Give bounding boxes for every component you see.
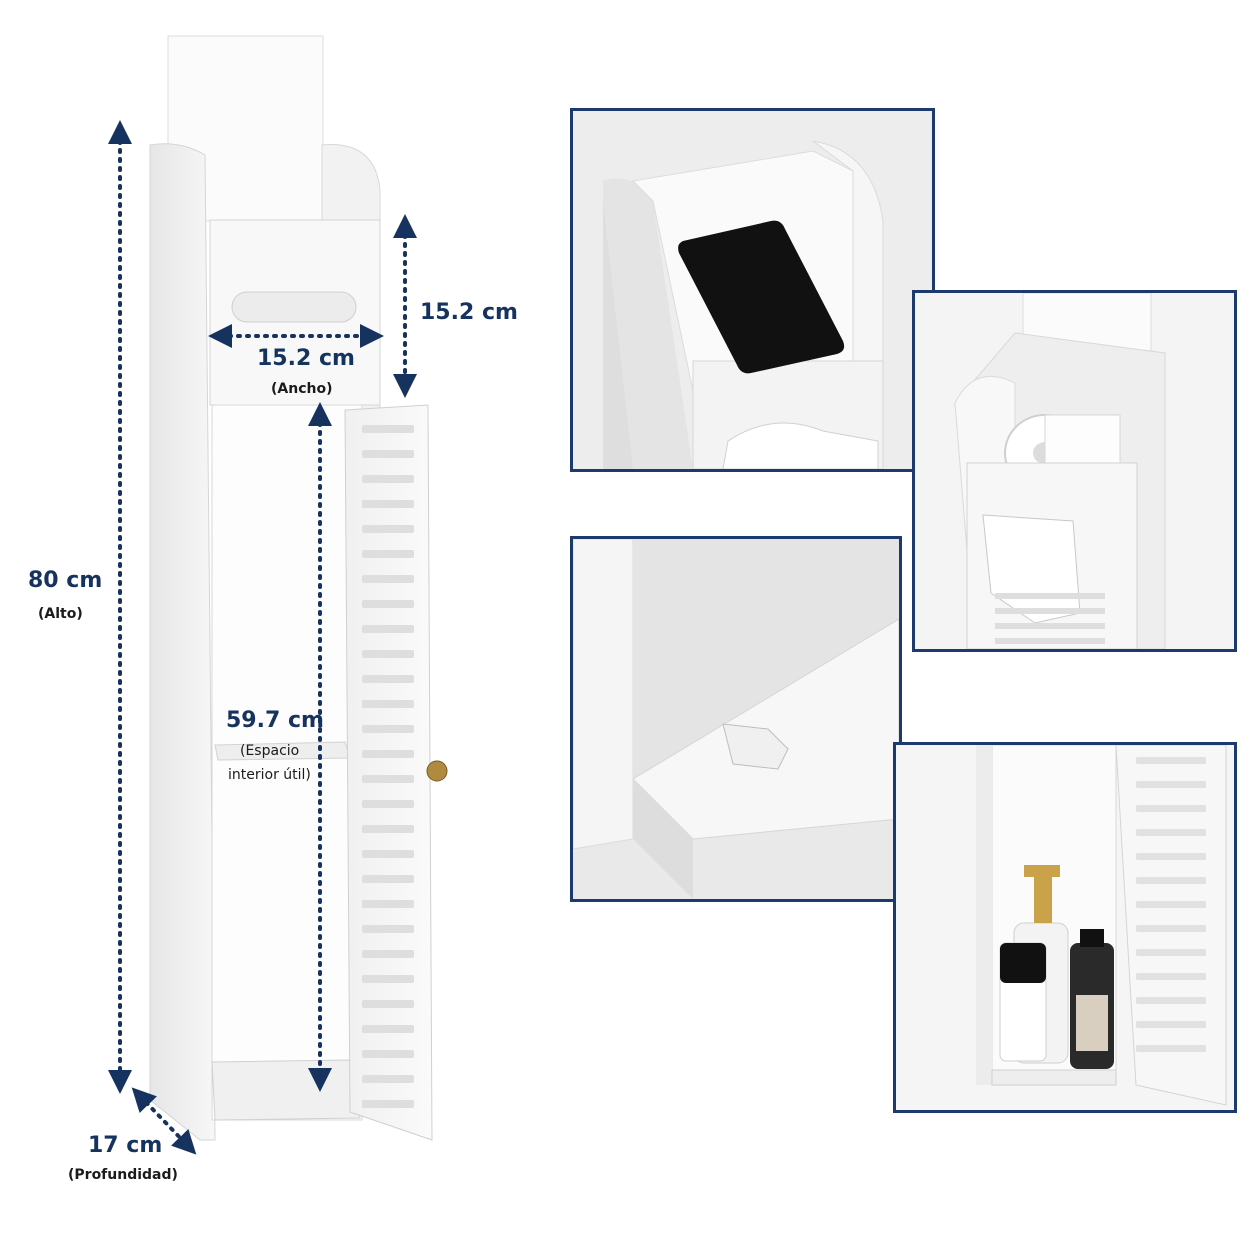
inset-top-compartment: [570, 108, 935, 472]
cabinet-interior: [211, 404, 363, 1121]
depth-arrow: [131, 1087, 197, 1155]
height-value: 80 cm: [28, 568, 103, 593]
height-label: (Alto): [38, 606, 83, 622]
door-knob: [426, 760, 448, 782]
top-compartment-photo: [573, 111, 932, 469]
interior-value: 59.7 cm: [226, 708, 324, 733]
inset-shelf-detail: [570, 536, 902, 902]
top-height-value: 15.2 cm: [420, 300, 518, 325]
smartphone: [678, 220, 845, 374]
interior-label-line1: (Espacio: [240, 743, 300, 759]
tissue-slot: [231, 291, 357, 323]
paper-roll-photo: [915, 293, 1234, 649]
cabinet-bottom: [211, 1059, 361, 1121]
bottles: [999, 865, 1114, 1069]
inset-paper-roll: [912, 290, 1237, 652]
door-slats: [362, 425, 414, 1108]
interior-label-line2: interior útil): [228, 767, 311, 783]
tissue-peek: [722, 422, 879, 469]
shelf-photo: [573, 539, 899, 899]
cabinet-illustration: [108, 35, 448, 1155]
shelf-peg: [722, 723, 789, 770]
depth-label: (Profundidad): [68, 1167, 178, 1183]
inset-open-door: [893, 742, 1237, 1113]
depth-value: 17 cm: [88, 1133, 163, 1158]
width-label: (Ancho): [271, 381, 333, 397]
open-door-photo: [896, 745, 1234, 1110]
left-side-panel: [149, 143, 216, 1141]
width-value: 15.2 cm: [257, 346, 355, 371]
